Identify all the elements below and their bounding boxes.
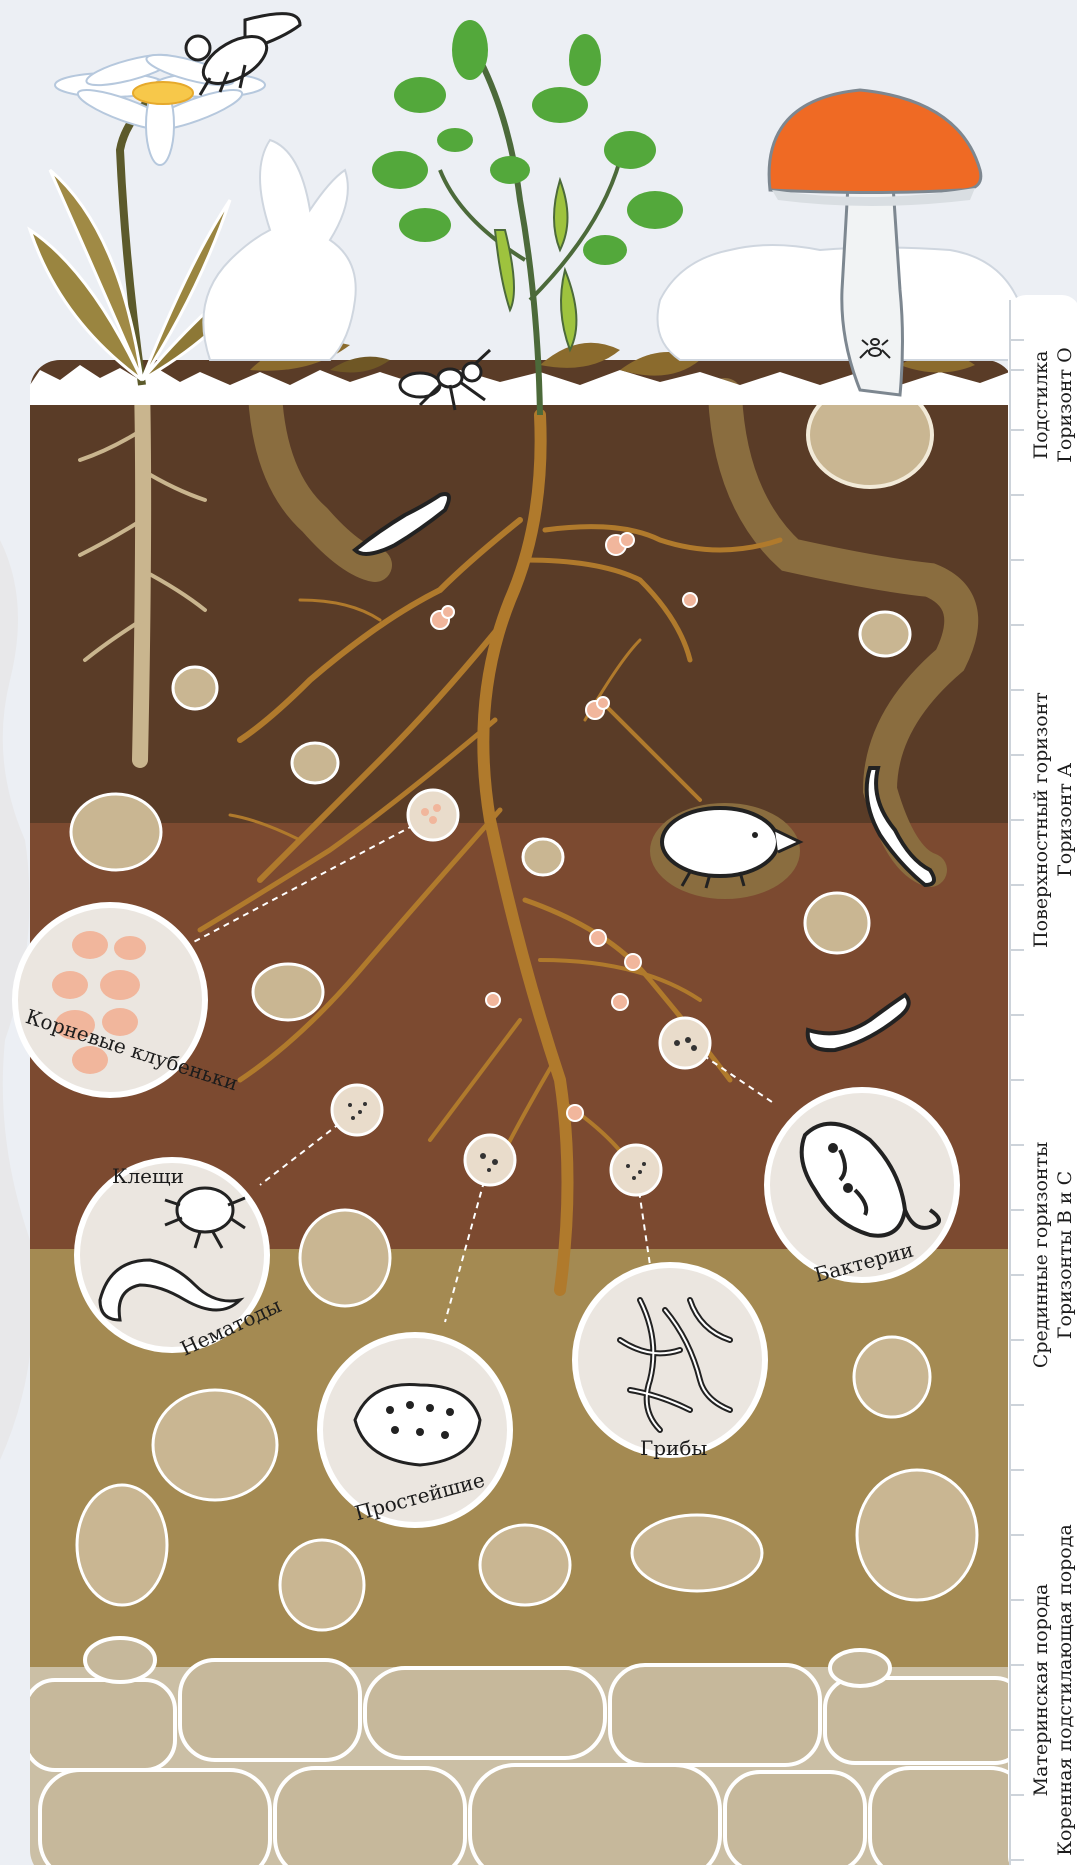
- horizon-a-code: Горизонт A: [1054, 763, 1076, 877]
- horizon-o-code: Горизонт O: [1054, 347, 1076, 462]
- callout-fungi: [575, 1265, 765, 1455]
- bedrock-code: Коренная подстилающая порода: [1054, 1524, 1076, 1856]
- horizon-bc-name: Срединные горизонты: [1030, 1142, 1052, 1368]
- label-mites: Клещи: [112, 1164, 184, 1188]
- horizon-a-name: Поверхностный горизонт: [1030, 692, 1052, 948]
- horizon-o-name: Подстилка: [1030, 351, 1052, 460]
- horizon-bc-code: Горизонты B и C: [1054, 1171, 1076, 1339]
- bedrock-name: Материнская порода: [1030, 1584, 1052, 1797]
- label-fungi: Грибы: [640, 1436, 707, 1460]
